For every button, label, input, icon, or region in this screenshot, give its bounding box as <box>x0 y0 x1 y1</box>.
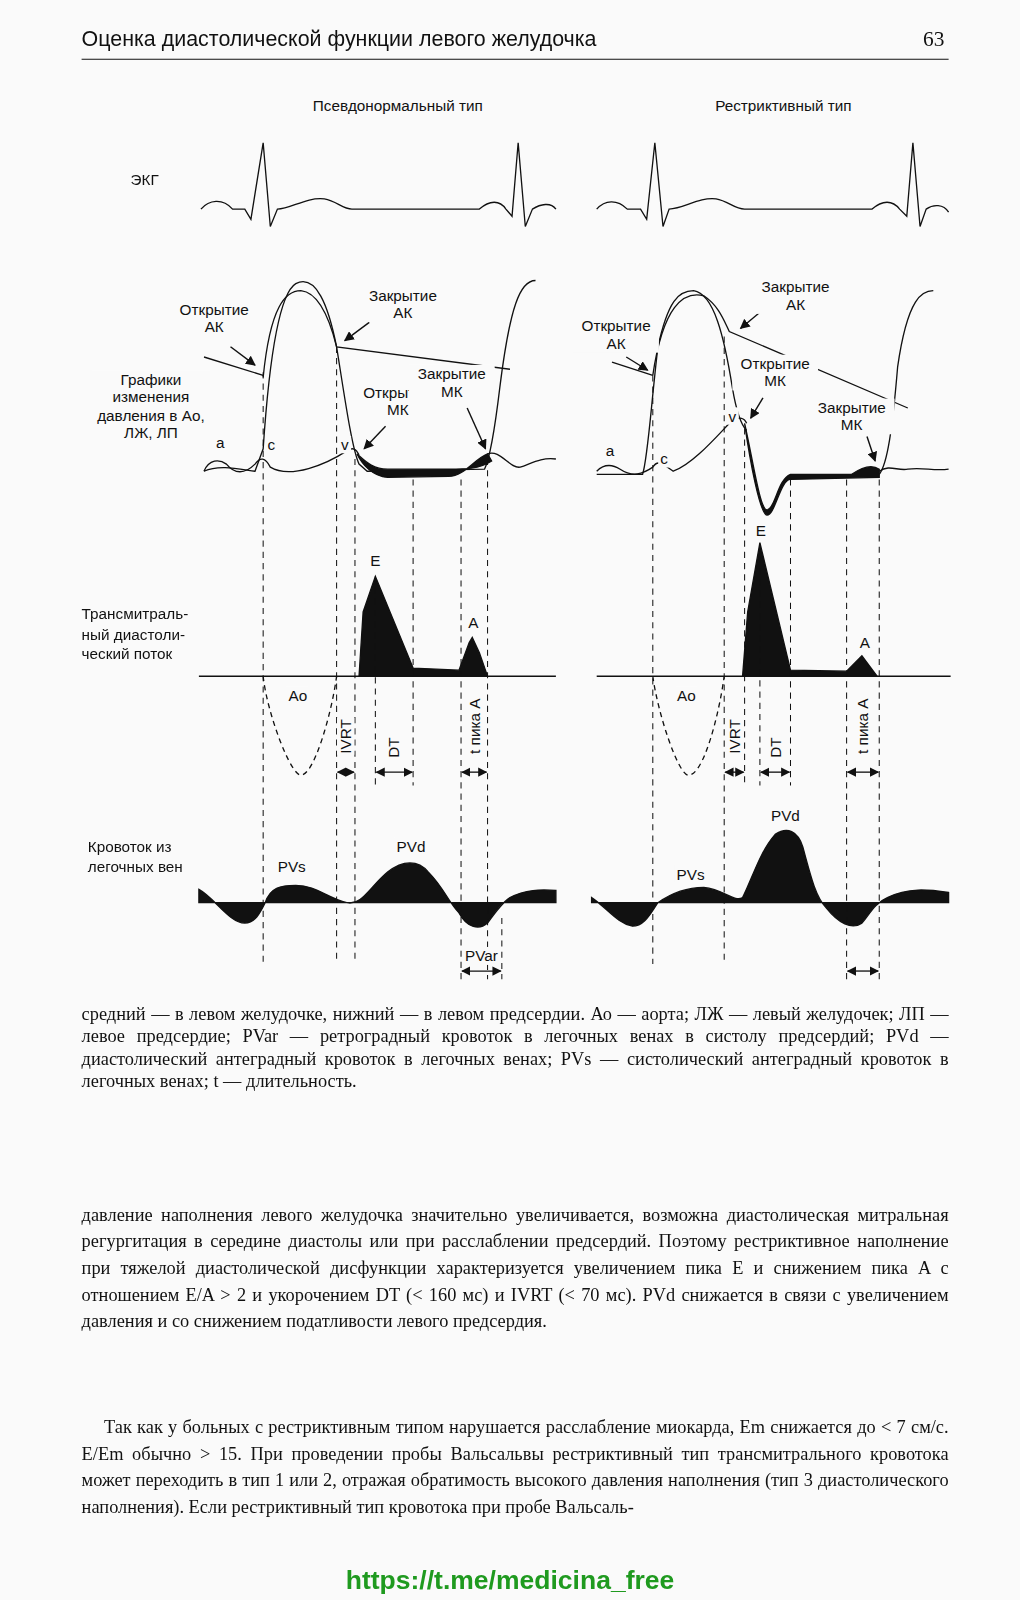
art-path <box>263 676 336 775</box>
diagram-label: PVd <box>395 838 428 856</box>
art-line <box>364 426 385 448</box>
text-block: 63 <box>923 27 944 53</box>
diagram-label: ЭКГ <box>131 169 159 189</box>
art-path <box>743 543 878 677</box>
diagram-label: A <box>858 634 872 652</box>
diagram-label: Закрытие МК <box>809 399 895 434</box>
diagram-label: PVs <box>276 858 308 876</box>
diagram-label: DT <box>766 736 784 758</box>
diagram-label: Закрытие АК <box>753 278 839 313</box>
art-path <box>597 143 949 227</box>
text-block: Оценка диастолической функции левого жел… <box>82 27 597 51</box>
art-line <box>612 362 653 375</box>
diagram-label: Открытие АК <box>171 301 257 336</box>
art-line <box>462 771 486 772</box>
art-path <box>879 291 933 475</box>
art-line <box>345 322 369 340</box>
art-path <box>488 453 556 467</box>
diagram-label: Кровоток из легочных вен <box>88 836 200 876</box>
art-g <box>231 308 876 461</box>
art-path <box>204 449 359 472</box>
diagram-label: t пика А <box>854 698 872 755</box>
art-line <box>626 357 647 370</box>
art-g <box>82 59 951 927</box>
diagram-label: PVar <box>463 947 500 965</box>
diagram-label: t пика А <box>466 698 484 755</box>
diagram-label: a <box>604 442 617 460</box>
diagram-label: Закрытие АК <box>360 286 446 321</box>
diagram-label: Графики изменения давления в Ао, ЛЖ, ЛП <box>92 371 210 441</box>
art-g <box>338 772 879 971</box>
art-line <box>462 970 501 971</box>
art-path <box>745 423 880 515</box>
art-line <box>848 771 879 772</box>
art-path <box>592 830 949 926</box>
art-path <box>653 676 724 775</box>
art-line <box>790 479 791 785</box>
diagram-label: Ао <box>286 687 309 705</box>
art-path <box>357 454 492 477</box>
diagram-label: c <box>658 450 670 468</box>
diagram-label: Закрытие МК <box>409 365 495 400</box>
diagram-label: IVRT <box>726 718 744 755</box>
art-line <box>338 771 354 772</box>
diagram-label: E <box>368 552 382 570</box>
art-g <box>263 337 879 980</box>
diagram-label: DT <box>385 736 403 758</box>
diagram-label: c <box>265 436 277 454</box>
diagram-label: IVRT <box>337 718 355 755</box>
art-line <box>461 479 462 979</box>
art-line <box>744 428 745 785</box>
art-line <box>652 375 653 964</box>
art-line <box>848 970 879 971</box>
art-line <box>879 479 880 979</box>
art-line <box>501 918 502 979</box>
art-path <box>359 576 488 676</box>
art-line <box>759 546 760 786</box>
art-line <box>354 459 355 964</box>
text-block: давление наполнения левого желудочка зна… <box>82 1202 949 1335</box>
art-line <box>375 576 376 785</box>
art-line <box>761 771 790 772</box>
text-block: Так как у больных с рестриктивным типом … <box>82 1414 949 1520</box>
footer-link: https://t.me/medicina_free <box>346 1565 675 1597</box>
art-path <box>199 863 556 927</box>
art-path <box>879 468 948 471</box>
diagram-label: Открытие МК <box>732 355 818 390</box>
art-line <box>413 479 414 785</box>
diagram-label: Рестриктивный тип <box>713 96 853 114</box>
diagram-label: E <box>754 522 768 540</box>
art-line <box>487 459 488 979</box>
art-line <box>376 771 412 772</box>
art-line <box>467 408 485 449</box>
diagram-label: v <box>726 407 738 425</box>
diagram-label: a <box>214 434 227 452</box>
art-path <box>201 143 556 227</box>
art-line <box>751 398 763 418</box>
art-line <box>867 437 875 461</box>
art-line <box>82 59 949 60</box>
diagram-label: Открытие АК <box>573 317 659 352</box>
art-line <box>231 347 255 365</box>
diagram-label: v <box>339 436 351 454</box>
art-line <box>725 771 743 772</box>
art-line <box>263 372 264 964</box>
diagram-label: PVd <box>769 807 802 825</box>
art-line <box>336 347 337 964</box>
art-line <box>204 357 263 375</box>
diagram-label: Трансмитраль- ный диастоли- ческий поток <box>82 604 202 664</box>
art-line <box>724 337 725 964</box>
diagram-label: Ао <box>675 687 698 705</box>
diagram-label: PVs <box>674 865 706 883</box>
diagram-label: Псевдонормальный тип <box>311 96 485 114</box>
diagram-label: A <box>466 613 480 631</box>
art-line <box>846 479 847 979</box>
figure-caption: средний — в левом желудочке, нижний — в … <box>82 1003 949 1093</box>
